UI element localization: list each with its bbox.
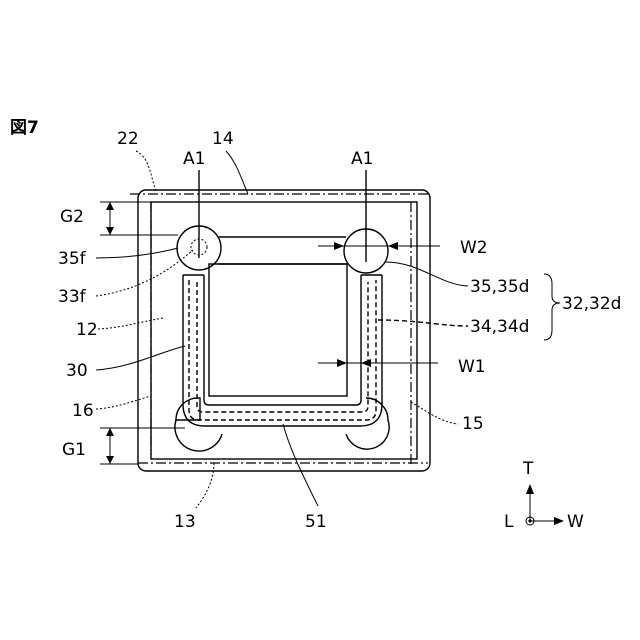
- axis-w-arrow: [554, 517, 564, 525]
- label-51: 51: [305, 512, 327, 532]
- label-14: 14: [212, 129, 234, 149]
- g1-label: G1: [62, 440, 86, 460]
- coil-conductor-outer: [183, 275, 382, 426]
- label-34-34d: 34,34d: [470, 317, 529, 337]
- coil-conductor-dashed-1: [189, 280, 376, 420]
- leader-14: [226, 151, 248, 194]
- leader-35-35d: [385, 262, 468, 286]
- label-30: 30: [66, 361, 88, 381]
- coil-conductor-dashed-2: [197, 282, 368, 412]
- leader-13: [196, 463, 214, 508]
- axis-t-label: T: [522, 459, 534, 479]
- pad-bottom-left: [176, 398, 200, 420]
- g1-arrow-bottom: [106, 456, 114, 464]
- leader-16: [96, 396, 151, 409]
- label-32-32d: 32,32d: [562, 294, 621, 314]
- leader-35f: [96, 248, 178, 258]
- g1-arrow-top: [106, 428, 114, 436]
- a1-right-label: A1: [351, 149, 373, 169]
- axis-l-dot: [528, 519, 531, 522]
- leader-34-34d: [378, 320, 468, 326]
- pad-bottom-left-arc: [175, 420, 222, 451]
- axis-t-arrow: [526, 484, 534, 494]
- label-15: 15: [462, 414, 484, 434]
- brace-32: [544, 274, 560, 340]
- inner-window: [209, 264, 347, 396]
- g2-label: G2: [60, 207, 84, 227]
- leader-51: [283, 424, 318, 506]
- label-13: 13: [174, 512, 196, 532]
- g2-arrow-bottom: [106, 227, 114, 235]
- w1-label: W1: [458, 357, 486, 377]
- leader-30: [96, 346, 185, 370]
- leader-22: [136, 151, 156, 191]
- coil-conductor-inner: [204, 275, 361, 405]
- axis-w-label: W: [567, 512, 584, 532]
- w1-arrow-right: [361, 359, 371, 367]
- axis-l-label: L: [504, 512, 514, 532]
- figure-label: 図7: [10, 118, 39, 138]
- g2-arrow-top: [106, 202, 114, 210]
- label-22: 22: [117, 129, 139, 149]
- label-35f: 35f: [58, 249, 87, 269]
- label-33f: 33f: [58, 287, 87, 307]
- leader-12: [98, 318, 163, 329]
- w1-arrow-left: [337, 359, 347, 367]
- label-35-35d: 35,35d: [470, 277, 529, 297]
- a1-left-label: A1: [183, 149, 205, 169]
- w2-label: W2: [460, 238, 488, 258]
- label-16: 16: [72, 401, 94, 421]
- label-12: 12: [76, 320, 98, 340]
- w2-arrow-right: [388, 242, 398, 250]
- w2-arrow-left: [334, 242, 344, 250]
- leader-15: [411, 402, 458, 424]
